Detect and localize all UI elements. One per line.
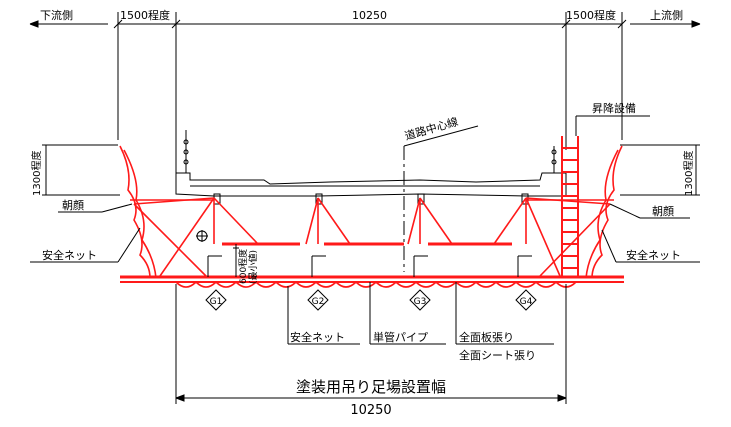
bottom-title: 塗装用吊り足場設置幅 [296, 378, 446, 396]
label-upstream: 上流側 [650, 8, 683, 22]
dim-right-width: 1500程度 [566, 8, 616, 22]
dim-right-height: 1300程度 [682, 151, 695, 196]
dim-min-height: 600程度 [237, 249, 249, 284]
label-pipe: 単管パイプ [373, 330, 428, 344]
road-centerline [403, 125, 479, 272]
girder-label: G4 [520, 297, 533, 307]
dim-span-bottom: 10250 [350, 403, 391, 418]
bridge-deck [175, 130, 567, 205]
girder-tags [205, 289, 537, 311]
lift-equipment [561, 136, 579, 278]
label-downstream: 下流側 [40, 8, 73, 22]
label-net-left: 安全ネット [42, 248, 97, 262]
scaffold-structure [119, 145, 624, 288]
label-asagao-left: 朝顔 [62, 198, 84, 212]
label-board: 全面板張り [459, 330, 514, 344]
bottom-dimension [175, 284, 567, 404]
label-net-right: 安全ネット [626, 248, 681, 262]
girder-label: G1 [210, 297, 223, 307]
dim-span-top: 10250 [352, 9, 387, 22]
label-net-bottom: 安全ネット [290, 330, 345, 344]
side-dimensions [42, 144, 700, 196]
label-lift: 昇降設備 [592, 101, 636, 115]
dim-left-height: 1300程度 [30, 151, 43, 196]
girder-label: G3 [414, 297, 427, 307]
label-asagao-right: 朝顔 [652, 204, 674, 218]
dim-min-height-note: (最小値) [247, 250, 259, 284]
girder-label: G2 [312, 297, 325, 307]
top-dimensions [29, 12, 701, 190]
label-sheet: 全面シート張り [459, 348, 536, 362]
dim-left-width: 1500程度 [120, 8, 170, 22]
